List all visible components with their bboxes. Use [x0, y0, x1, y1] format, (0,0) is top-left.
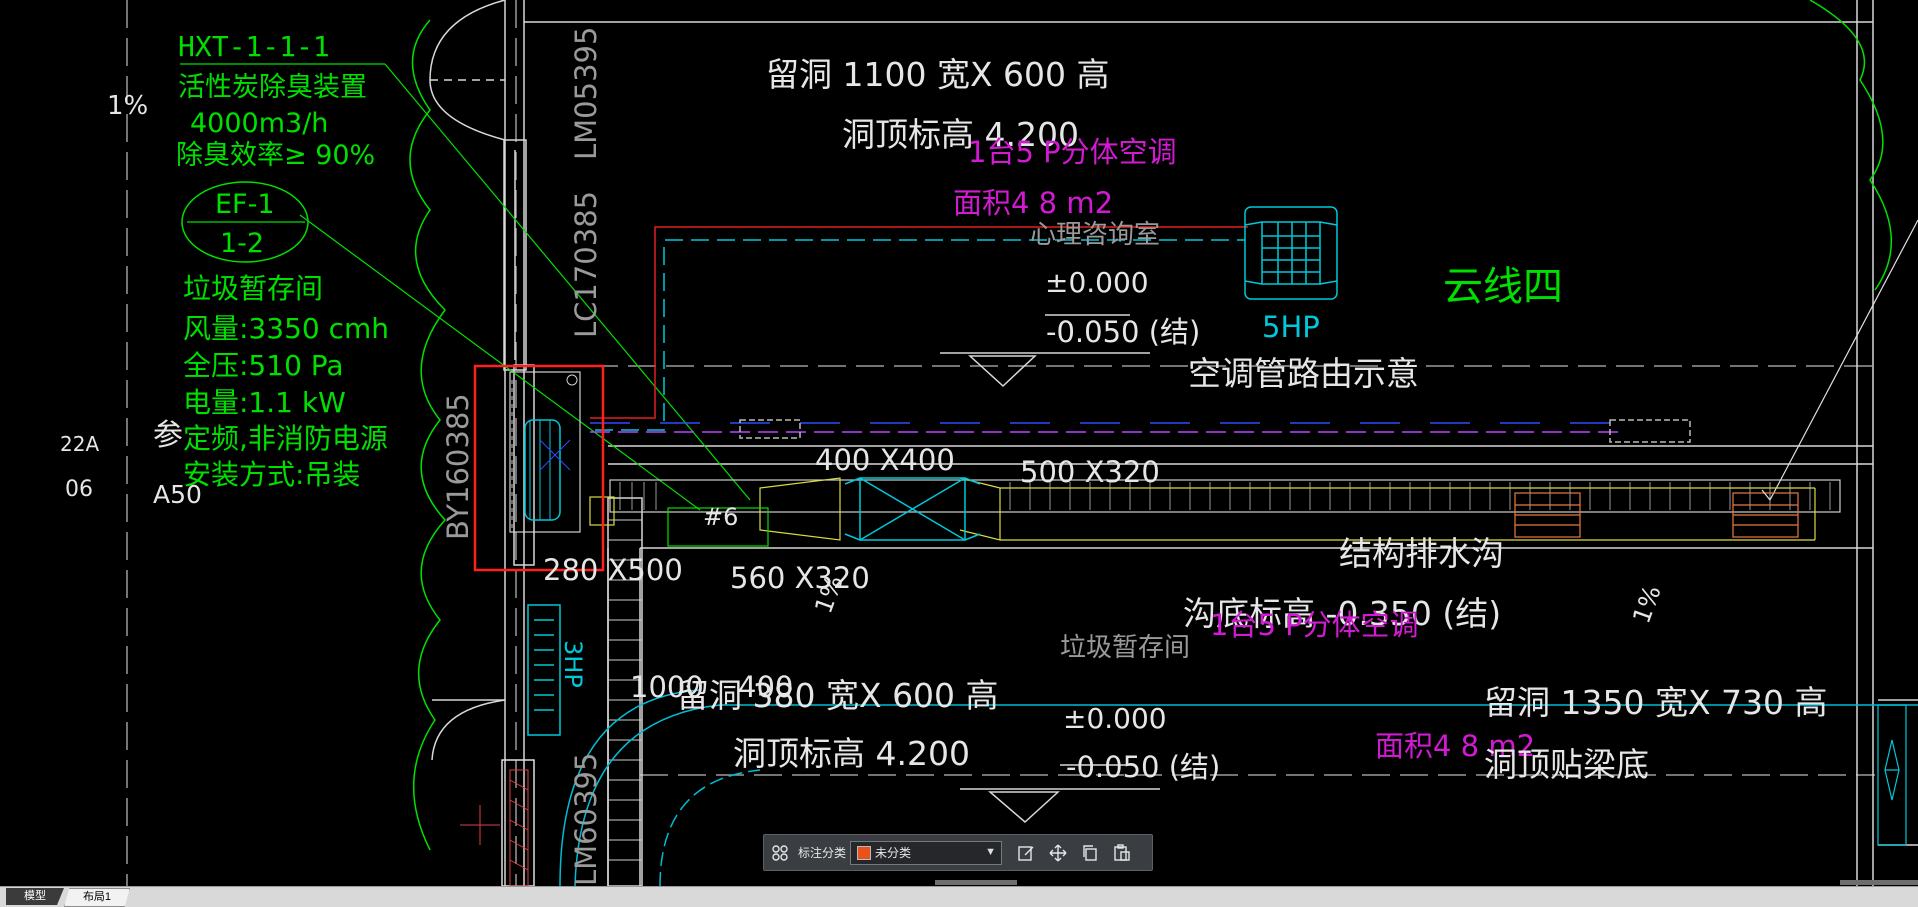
paste-icon[interactable] — [1111, 842, 1133, 864]
opening-top-size: 留洞 1100 宽X 600 高 — [766, 55, 1110, 94]
ac-bottom-elev1: ±0.000 — [1063, 702, 1167, 735]
duct-num6: #6 — [703, 503, 738, 531]
curved-wall — [559, 689, 1918, 886]
ac-bottom-label: 1台5 P分体空调 — [1210, 608, 1419, 642]
equipment-name: 活性炭除臭装置 — [178, 72, 367, 103]
equipment-tag: HXT-1-1-1 — [178, 30, 330, 63]
category-color-swatch — [857, 845, 872, 860]
fan-power: 电量:1.1 kW — [183, 386, 346, 419]
wall-code-lm05395: LM05395 — [569, 27, 603, 160]
edit-icon[interactable] — [1015, 842, 1037, 864]
layout-tab-bar: 模型 布局1 — [0, 886, 1918, 907]
wall-ac-unit-3hp — [527, 604, 561, 736]
mark-can: 参 — [153, 418, 183, 453]
fan-airflow: 风量:3350 cmh — [183, 312, 389, 345]
grid-icon[interactable] — [769, 842, 791, 864]
wall-code-lc170385: LC170385 — [569, 191, 603, 338]
opening-bl-elevation: 洞顶标高 4.200 — [733, 734, 970, 773]
chevron-down-icon: ▼ — [985, 845, 997, 858]
move-icon[interactable] — [1047, 842, 1069, 864]
leader-lines — [180, 63, 1918, 511]
ac-top-elev2: -0.050 (结) — [1046, 315, 1200, 349]
annotation-category-value: 未分类 — [875, 846, 912, 860]
exhaust-fan-unit — [473, 364, 605, 572]
mark-22a: 22A — [60, 432, 99, 456]
cad-drawing-canvas[interactable]: HXT-1-1-1 活性炭除臭装置 4000m3/h 除臭效率≥ 90% EF-… — [0, 0, 1918, 886]
annotation-category-select[interactable]: 未分类 ▼ — [850, 840, 1003, 865]
wall-code-by160385: BY160385 — [441, 393, 475, 540]
fan-pressure: 全压:510 Pa — [183, 349, 344, 382]
duct-main — [589, 477, 1841, 547]
cassette-ac-unit — [1244, 206, 1338, 300]
opening-br-elevation: 洞顶贴梁底 — [1484, 745, 1649, 784]
trench-bottom: 沟底标高 -0.350 (结) — [1183, 594, 1501, 633]
wall-lines — [429, 0, 1918, 886]
tab-layout1[interactable]: 布局1 — [64, 888, 130, 907]
duct-560x320: 560 X320 — [730, 561, 870, 595]
fan-tag-bottom: 1-2 — [220, 228, 264, 259]
opening-bl-overlap: 1000 — [630, 670, 704, 704]
ac-top-room: 心理咨询室 — [1030, 220, 1160, 250]
right-edge-symbol — [1877, 704, 1907, 846]
axis-lines — [126, 0, 1875, 886]
opening-bl-size: 留洞 380 宽X 600 高 — [676, 676, 999, 715]
mark-a50: A50 — [153, 480, 202, 509]
trench-name: 结构排水沟 — [1339, 534, 1504, 573]
ac-condensate-pipe — [595, 239, 1245, 431]
fan-room: 垃圾暂存间 — [183, 272, 323, 305]
ac-3hp-label: 3HP — [559, 640, 587, 688]
revision-cloud-label: 云线四 — [1443, 264, 1563, 310]
duct-400x400: 400 X400 — [815, 443, 955, 477]
ac-bottom-area: 面积4 8 m2 — [1375, 729, 1535, 763]
ac-top-elev1: ±0.000 — [1045, 266, 1149, 299]
horizontal-scroll-thumb-right[interactable] — [1840, 880, 1918, 885]
equipment-flow: 4000m3/h — [190, 108, 328, 139]
equipment-efficiency: 除臭效率≥ 90% — [176, 140, 375, 171]
duct-280x500: 280 X500 — [543, 553, 683, 587]
horizontal-scroll-thumb[interactable] — [935, 880, 1017, 885]
left-slope: 1% — [107, 91, 148, 121]
duct-500x320: 500 X320 — [1020, 455, 1160, 489]
tab-model[interactable]: 模型 — [6, 888, 64, 905]
stair-hatch — [608, 519, 642, 861]
wall-code-lm60395: LM60395 — [569, 753, 603, 886]
annotation-toolbar: 标注分类 未分类 ▼ — [763, 834, 1153, 871]
revision-cloud-left — [409, 0, 1892, 851]
pipe-lines — [590, 419, 1691, 443]
ac-bottom-room: 垃圾暂存间 — [1060, 633, 1190, 663]
ac-refrigerant-pipe — [590, 226, 1248, 419]
door-hatch — [460, 769, 529, 886]
ac-bottom-elev2: -0.050 (结) — [1066, 750, 1220, 784]
duct-hatch — [619, 482, 1831, 510]
ac-top-area: 面积4 8 m2 — [953, 186, 1113, 220]
opening-br-size: 留洞 1350 宽X 730 高 — [1484, 683, 1828, 722]
fan-tag-ellipse — [181, 181, 309, 263]
opening-top-elevation: 洞顶标高 4.200 — [842, 115, 1079, 154]
ac-top-label: 1台5 P分体空调 — [968, 135, 1177, 169]
air-grilles — [1514, 492, 1799, 538]
fan-install: 安装方式:吊装 — [183, 458, 360, 491]
ac-top-hp: 5HP — [1262, 310, 1320, 344]
copy-icon[interactable] — [1079, 842, 1101, 864]
annotation-category-label: 标注分类 — [798, 846, 847, 860]
silencer — [844, 477, 981, 541]
opening-bl-overlap2: 400 — [738, 670, 793, 704]
fan-tag-top: EF-1 — [215, 189, 275, 220]
ac-pipe-note: 空调管路由示意 — [1188, 354, 1419, 393]
mark-06: 06 — [65, 477, 93, 502]
fan-power-source: 定频,非消防电源 — [183, 422, 388, 455]
